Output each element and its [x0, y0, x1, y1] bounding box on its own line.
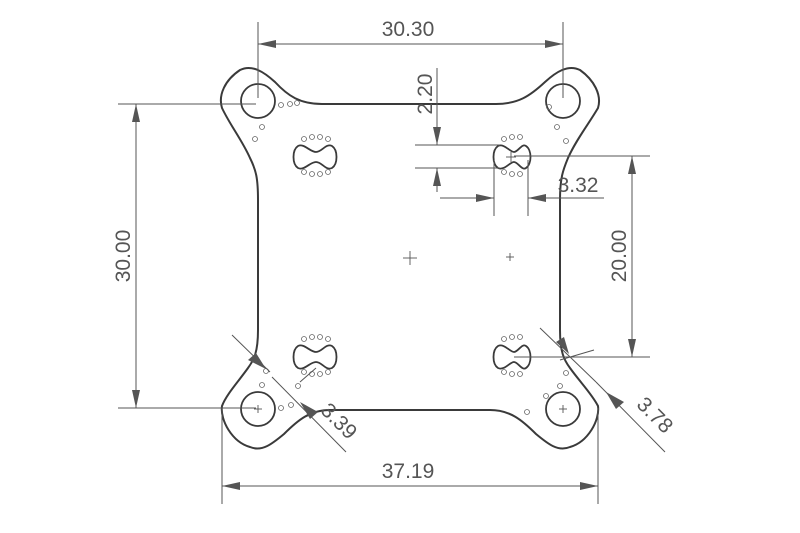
dimension-bottom-width-label: 37.19	[382, 460, 435, 483]
dimension-bottom-width: 37.19	[221, 408, 599, 504]
dimension-left-height: 30.00	[112, 103, 256, 409]
dimension-corner-right-label: 3.78	[632, 393, 677, 438]
dimension-corner-left-label: 3.39	[316, 399, 361, 444]
dimension-small-vertical-label: 2.20	[414, 74, 437, 115]
slot-holes	[292, 144, 532, 370]
small-circles	[252, 100, 569, 415]
dimension-small-vertical: 2.20	[414, 68, 500, 192]
corner-hole-bottom-right	[545, 391, 581, 427]
dimension-right-height-label: 20.00	[608, 230, 631, 283]
dimension-left-height-label: 30.00	[112, 230, 135, 283]
dimension-top-width: 30.30	[257, 18, 564, 98]
dimension-right-height: 20.00	[514, 155, 650, 358]
center-marks	[254, 152, 567, 413]
dimension-slot-width-label: 3.32	[558, 174, 599, 197]
corner-hole-bottom-left	[240, 391, 276, 427]
dimension-top-width-label: 30.30	[382, 18, 435, 41]
dimension-slot-width: 3.32	[440, 160, 604, 216]
plate-outline	[220, 66, 600, 450]
